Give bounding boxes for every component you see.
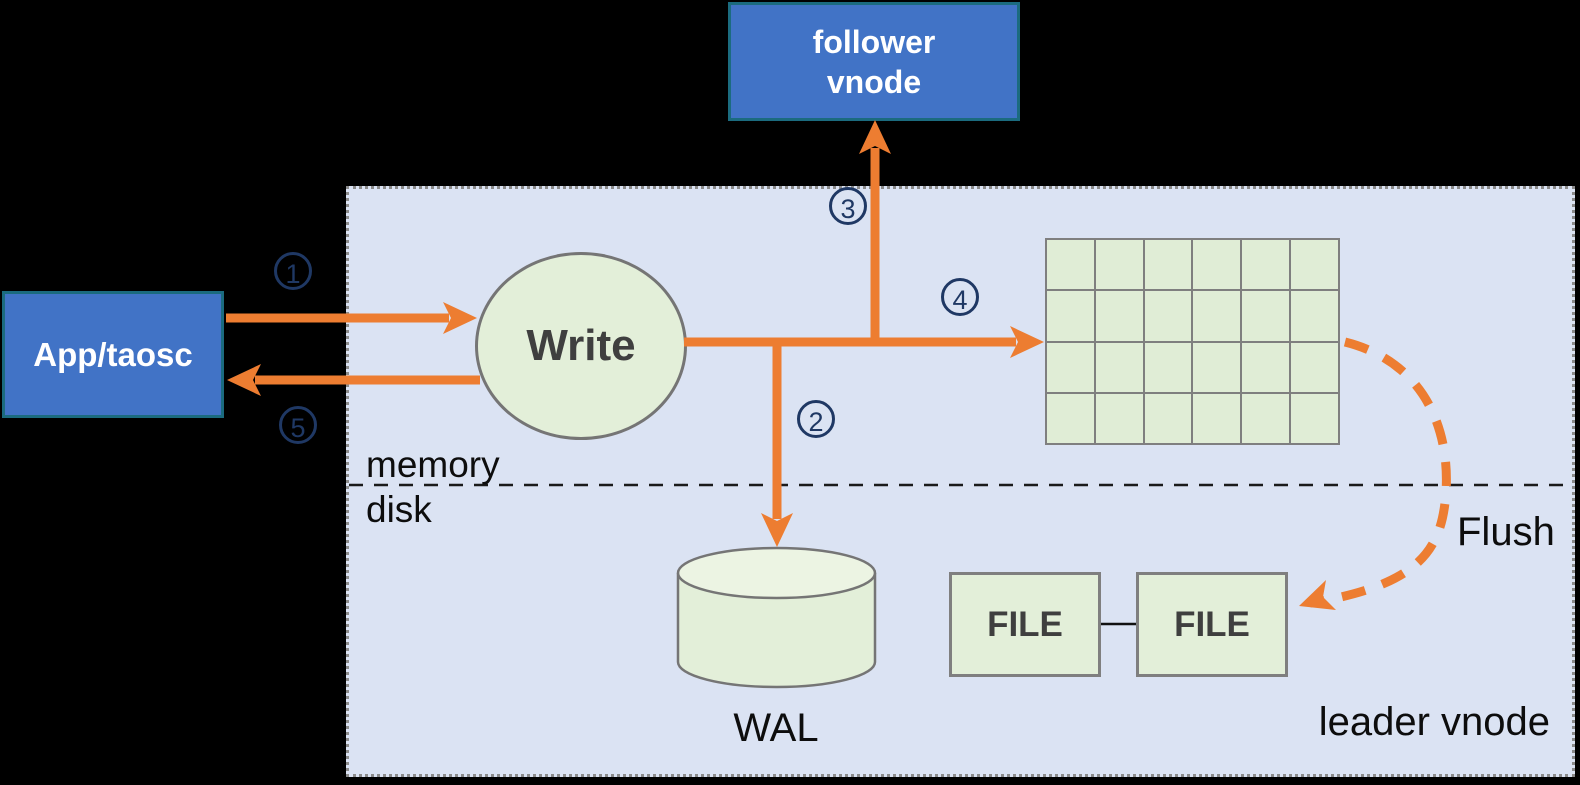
step-badge-5: 5 [279, 406, 317, 444]
wal-label: WAL [733, 706, 819, 750]
step-badge-2: 2 [797, 400, 835, 438]
step-badge-3: 3 [829, 187, 867, 225]
step-badge-1: 1 [274, 252, 312, 290]
memtable-cell [1291, 342, 1338, 392]
write-process-node: Write [475, 252, 687, 440]
memtable-cell [1242, 393, 1290, 443]
disk-label: disk [366, 489, 432, 530]
memtable-cell [1291, 291, 1338, 341]
memtable-cell [1193, 291, 1241, 341]
memtable-cell [1095, 342, 1143, 392]
file-node-1: FILE [949, 572, 1101, 677]
memtable-cell [1193, 342, 1241, 392]
memtable-cell [1095, 240, 1143, 290]
memtable-cell [1193, 240, 1241, 290]
memtable-cell [1144, 393, 1192, 443]
file-node-2: FILE [1136, 572, 1288, 677]
file-label: FILE [1174, 604, 1250, 644]
write-label: Write [526, 321, 636, 370]
leader-vnode-label: leader vnode [1318, 700, 1550, 744]
memtable-cell [1144, 342, 1192, 392]
memtable-cell [1095, 393, 1143, 443]
app-taosc-node: App/taosc [2, 291, 224, 418]
memtable-grid [1045, 238, 1340, 445]
memtable-cell [1291, 393, 1338, 443]
memtable-cell [1291, 240, 1338, 290]
flush-label: Flush [1457, 510, 1555, 554]
app-taosc-label: App/taosc [33, 335, 193, 373]
memtable-cell [1047, 342, 1094, 392]
memtable-cell [1242, 291, 1290, 341]
memtable-cell [1047, 393, 1094, 443]
memtable-cell [1047, 240, 1094, 290]
memtable-cell [1144, 291, 1192, 341]
step-badge-4: 4 [941, 278, 979, 316]
memtable-cell [1193, 393, 1241, 443]
follower-vnode-label-line1: follower [812, 23, 936, 60]
memtable-cell [1242, 342, 1290, 392]
memtable-cell [1047, 291, 1094, 341]
follower-vnode-node: follower vnode [728, 2, 1020, 121]
memory-label: memory [366, 444, 500, 485]
file-label: FILE [987, 604, 1063, 644]
follower-vnode-label-line2: vnode [826, 63, 922, 100]
memtable-cell [1095, 291, 1143, 341]
memtable-cell [1144, 240, 1192, 290]
memtable-cell [1242, 240, 1290, 290]
